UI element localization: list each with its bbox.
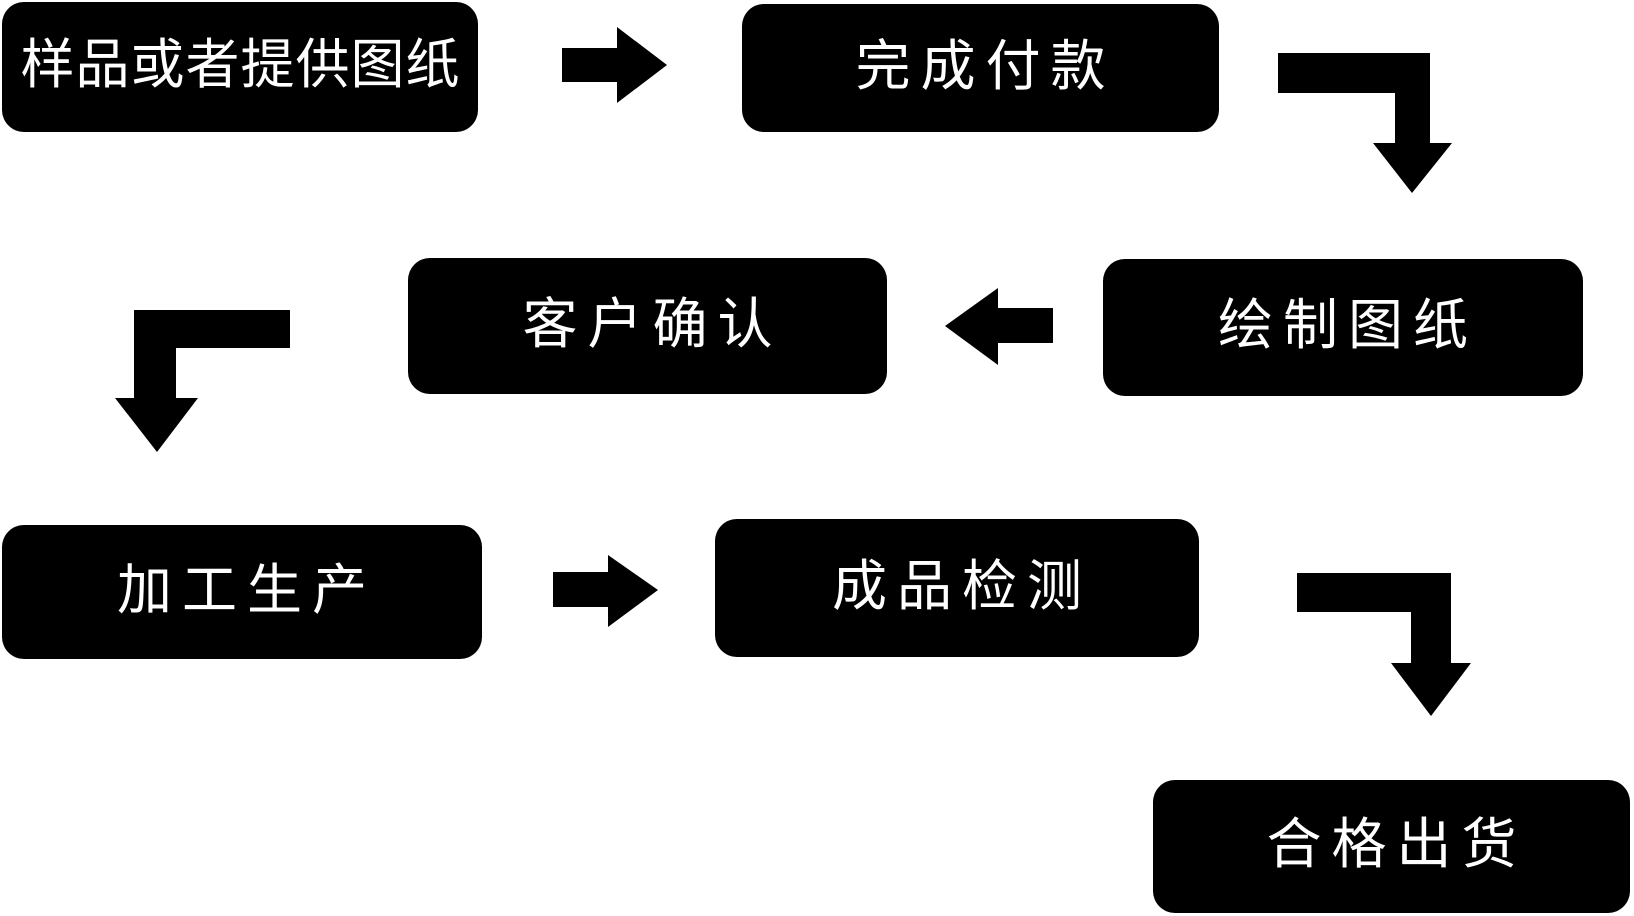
- node-label: 客户确认: [522, 292, 783, 355]
- node-label: 完成付款: [855, 34, 1116, 97]
- node-label: 合格出货: [1266, 813, 1527, 875]
- arrow-elbow-down-left-icon: [115, 310, 290, 452]
- node-label: 加工生产: [116, 558, 377, 621]
- node-label: 样品或者提供图纸: [20, 35, 461, 95]
- flow-node-draw-drawings: 绘制图纸: [1103, 259, 1583, 396]
- flow-node-inspection: 成品检测: [715, 519, 1199, 657]
- flow-node-sample: 样品或者提供图纸: [2, 2, 478, 132]
- flow-node-customer-confirm: 客户确认: [408, 258, 887, 394]
- node-label: 绘制图纸: [1217, 294, 1478, 356]
- flow-node-payment: 完成付款: [742, 4, 1219, 132]
- flow-node-shipment: 合格出货: [1153, 780, 1630, 913]
- arrow-right-icon: [562, 27, 667, 103]
- flow-node-production: 加工生产: [2, 525, 482, 659]
- arrow-elbow-down-icon: [1297, 573, 1471, 716]
- arrow-right-icon: [553, 555, 658, 627]
- arrow-elbow-down-icon: [1278, 53, 1452, 193]
- node-label: 成品检测: [831, 554, 1092, 617]
- arrow-left-icon: [945, 288, 1053, 365]
